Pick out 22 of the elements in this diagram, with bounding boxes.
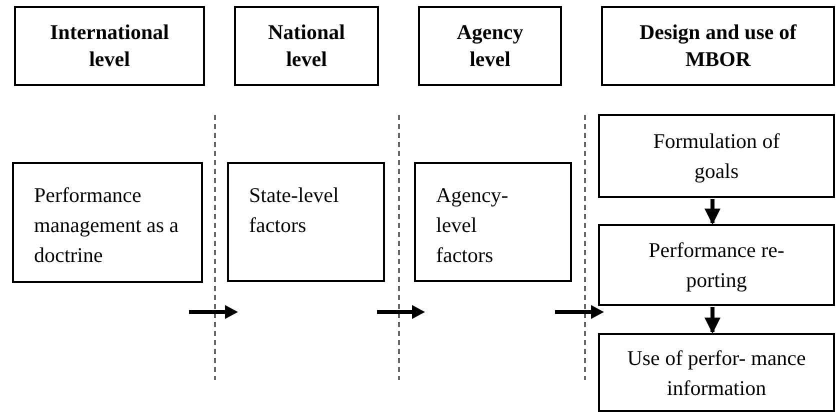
header-box xyxy=(234,6,379,86)
node-label: International level xyxy=(48,19,170,73)
process-box xyxy=(598,333,835,412)
header-box xyxy=(418,6,562,86)
node-label: Use of perfor- mance information xyxy=(626,344,807,402)
node-label: Design and use of MBOR xyxy=(638,19,798,73)
node-label: Formulation of goals xyxy=(652,128,781,185)
node-label: National level xyxy=(266,19,346,73)
arrow xyxy=(704,199,720,225)
process-box xyxy=(598,114,835,198)
node-label: Performance management as a doctrine xyxy=(34,182,180,269)
header-box xyxy=(601,6,835,86)
node-label: Performance re- porting xyxy=(648,237,786,294)
factor-box xyxy=(12,162,203,283)
factor-box xyxy=(414,162,572,282)
header-box xyxy=(14,6,205,86)
arrow xyxy=(704,307,720,334)
node-label: State-level factors xyxy=(249,182,340,239)
node-label: Agency level xyxy=(456,19,524,73)
process-box xyxy=(598,224,835,306)
node-label: Agency- level factors xyxy=(436,182,510,269)
factor-box xyxy=(227,162,385,282)
